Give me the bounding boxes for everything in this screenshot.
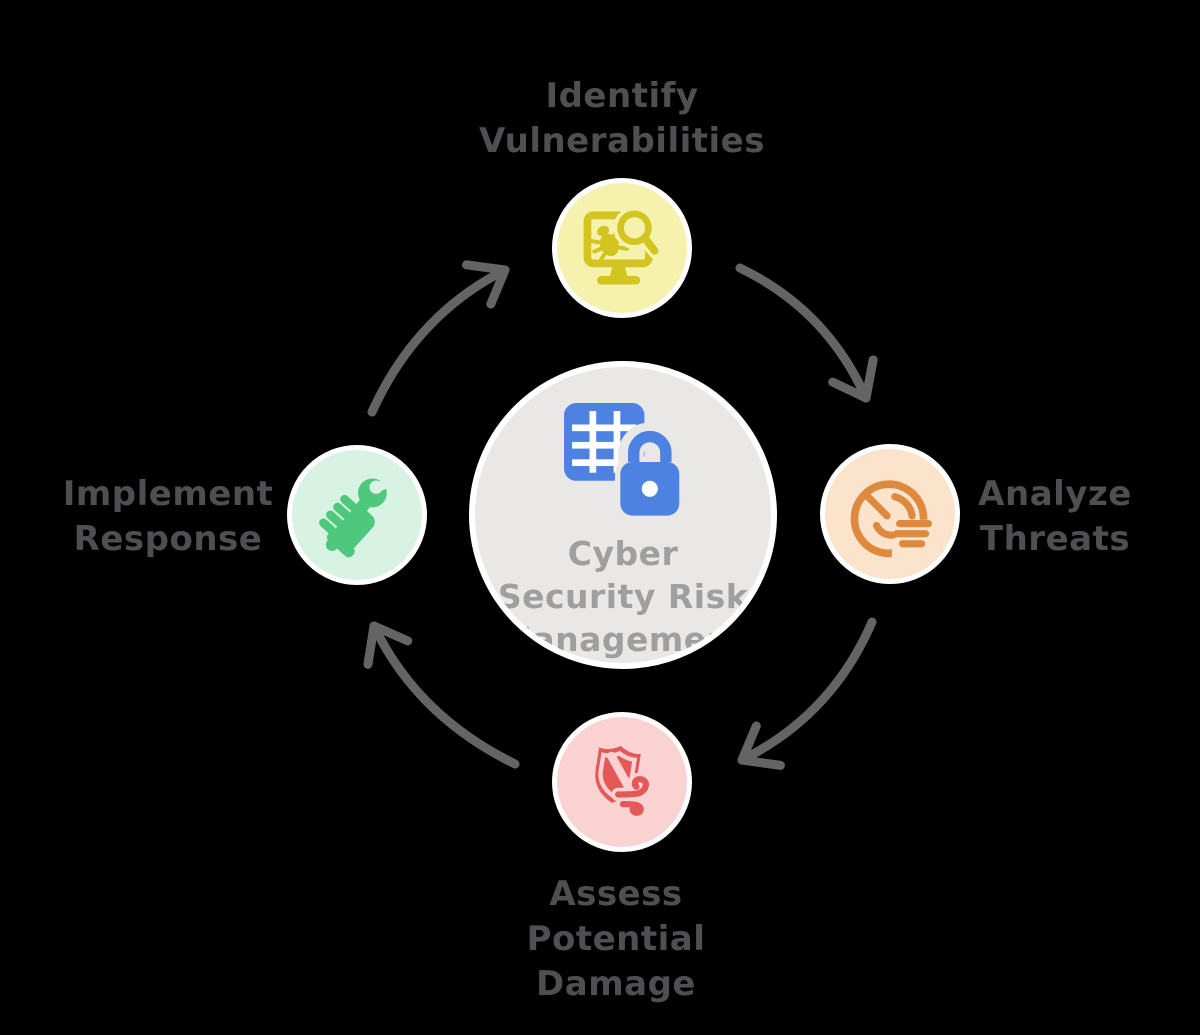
arrow-right-to-bottom [737,617,877,770]
monitor-bug-scan-icon [574,200,670,296]
arrow-bottom-to-left [363,621,520,769]
secure-data-table-lock-icon [556,395,690,529]
fist-holding-wrench-icon [309,467,405,563]
arrow-top-to-right [735,263,878,403]
node-identify-vulnerabilities [552,178,692,318]
label-analyze-threats: Analyze Threats [978,474,1132,559]
center-node: Cyber Security Risk Management [469,361,777,669]
label-implement-response: Implement Response [62,474,274,559]
node-assess-potential-damage [552,712,692,852]
label-assess-potential-damage: Assess Potential Damage [526,874,706,1004]
arrow-left-to-top [367,260,510,417]
label-identify-vulnerabilities: Identify Vulnerabilities [479,76,765,161]
node-implement-response [287,445,427,585]
threat-radar-analysis-icon [842,466,938,562]
breached-shield-wind-icon [574,734,670,830]
node-analyze-threats [820,444,960,584]
